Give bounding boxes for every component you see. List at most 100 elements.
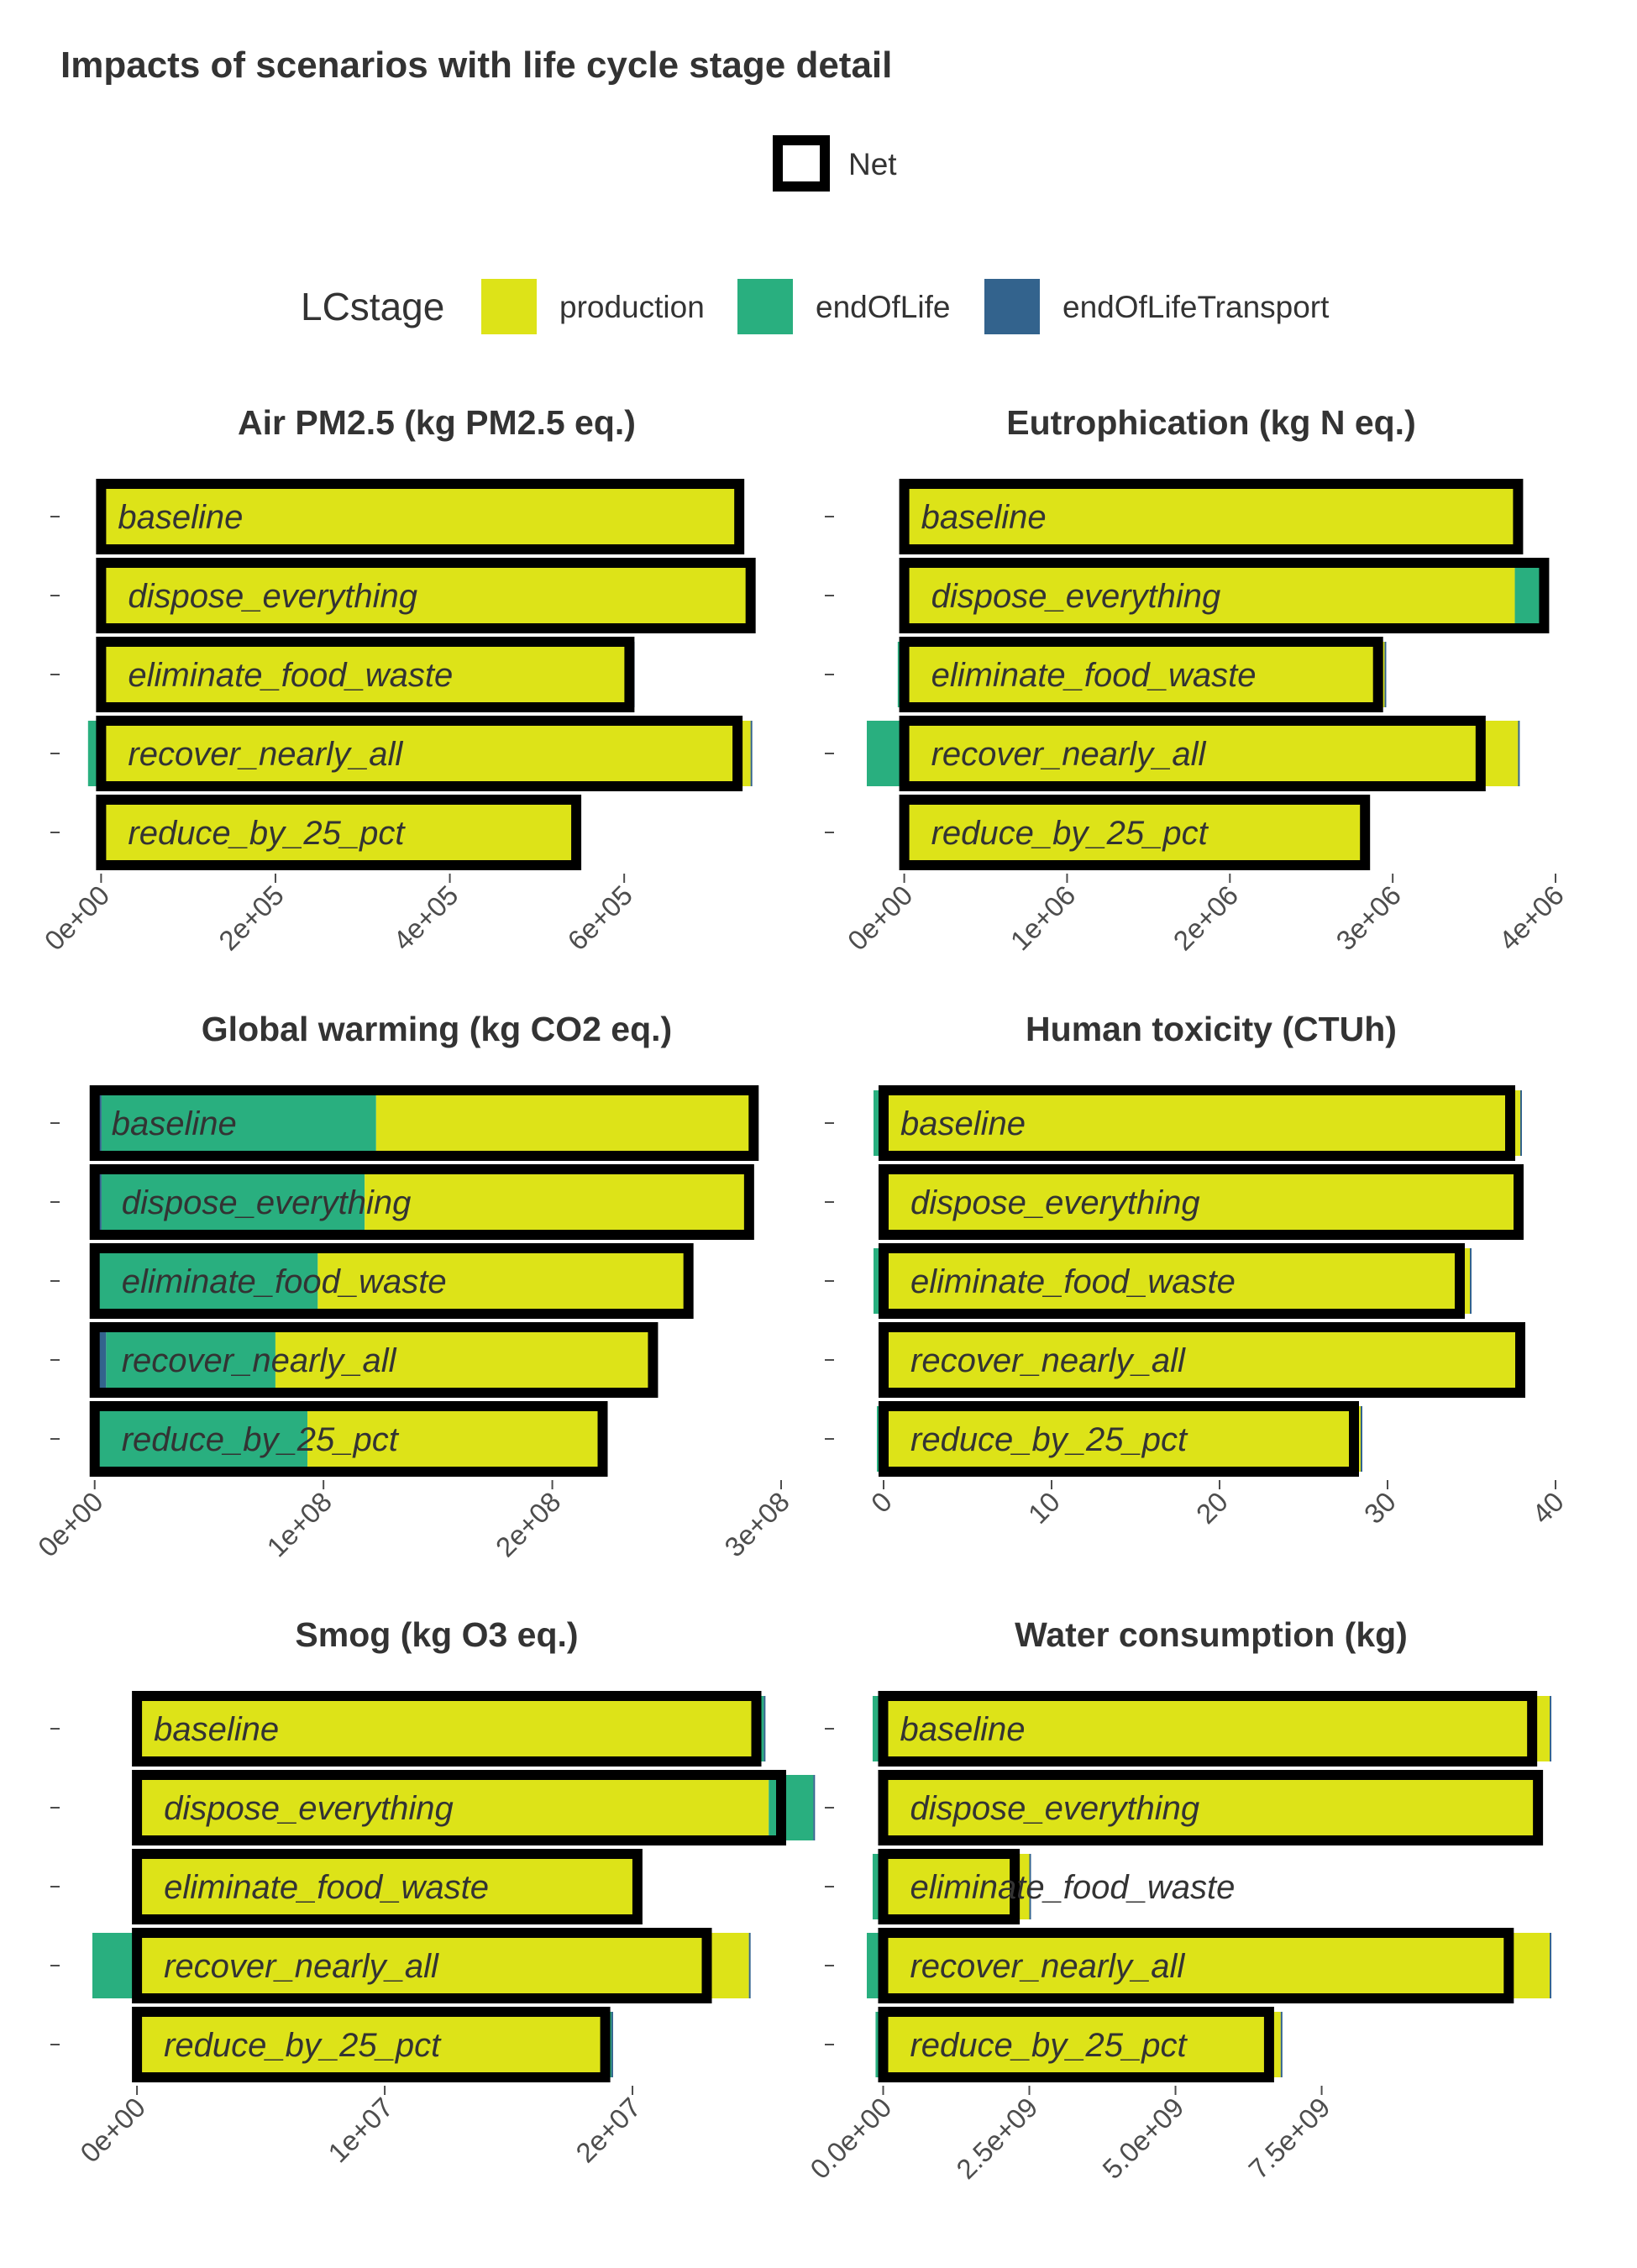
net-outline: [132, 1770, 787, 1845]
chart-title: Impacts of scenarios with life cycle sta…: [60, 45, 892, 86]
legend-key-endoflife: [737, 279, 793, 334]
x-tick-label: 2e+07: [569, 2092, 647, 2169]
bar-endoflife: [769, 1775, 814, 1840]
bar-category-label: baseline: [900, 1105, 1026, 1142]
bar-category-label: reduce_by_25_pct: [931, 815, 1209, 852]
bar-endoflifetransport: [1518, 721, 1520, 786]
net-outline: [899, 795, 1371, 870]
facet-eutrophication-kg-n-eq: Eutrophication (kg N eq.)baselinedispose…: [825, 403, 1570, 956]
bar-production: [883, 1775, 1539, 1840]
facet-title: Human toxicity (CTUh): [1026, 1010, 1397, 1048]
bar-category-label: recover_nearly_all: [122, 1342, 397, 1379]
bar-endoflife: [101, 1090, 376, 1156]
facet-air-pm2-5-kg-pm2-5-eq: Air PM2.5 (kg PM2.5 eq.)baselinedispose_…: [39, 403, 756, 957]
net-outline: [899, 479, 1524, 554]
net-outline: [96, 716, 743, 791]
net-outline: [878, 1928, 1514, 2003]
bar-category-label: dispose_everything: [122, 1184, 412, 1221]
net-outline: [132, 1849, 643, 1924]
bar-endoflife: [867, 721, 905, 786]
bar-endoflife: [92, 1933, 138, 1998]
bar-endoflifetransport: [611, 2012, 613, 2077]
x-tick-label: 4e+05: [387, 879, 464, 957]
bar-category-label: dispose_everything: [128, 578, 417, 615]
bar-category-label: eliminate_food_waste: [910, 1263, 1236, 1300]
x-tick-label: 0e+00: [74, 2092, 151, 2169]
x-tick-label: 1e+06: [1005, 879, 1082, 957]
bar-category-label: eliminate_food_waste: [164, 1869, 489, 1906]
bar-category-label: recover_nearly_all: [910, 1342, 1186, 1379]
net-outline: [879, 1322, 1525, 1398]
x-tick-label: 10: [1022, 1486, 1066, 1530]
net-outline: [879, 1085, 1515, 1161]
bar-production: [101, 800, 577, 865]
bar-endoflifetransport: [1029, 1854, 1031, 1919]
facet-title: Water consumption (kg): [1015, 1615, 1408, 1654]
bar-endoflife: [99, 1406, 308, 1472]
bar-endoflifetransport: [750, 721, 753, 786]
net-outline: [132, 1691, 762, 1767]
net-outline: [132, 1928, 712, 2003]
net-outline: [879, 1164, 1524, 1240]
bar-category-label: eliminate_food_waste: [128, 657, 453, 694]
facet-title: Smog (kg O3 eq.): [295, 1615, 578, 1654]
x-tick-label: 2e+08: [490, 1486, 567, 1563]
legend-net: Net: [773, 135, 897, 192]
x-tick-label: 0e+00: [842, 879, 919, 957]
bar-production: [884, 1169, 1520, 1235]
bar-category-label: baseline: [154, 1711, 279, 1748]
bar-production: [884, 1090, 1520, 1156]
bar-production: [884, 1327, 1520, 1393]
x-tick-label: 2e+06: [1167, 879, 1245, 957]
bar-production: [275, 1327, 653, 1393]
net-outline: [878, 2007, 1274, 2082]
legend-label-endoflifetransport: endOfLifeTransport: [1062, 290, 1330, 324]
bar-production: [317, 1248, 689, 1314]
bar-category-label: dispose_everything: [910, 1184, 1200, 1221]
bar-production: [307, 1406, 603, 1472]
net-outline: [96, 795, 582, 870]
bar-production: [137, 1933, 749, 1998]
bar-category-label: dispose_everything: [931, 578, 1221, 615]
x-tick-label: 7.5e+09: [1242, 2092, 1335, 2185]
net-outline: [89, 1085, 759, 1161]
facet-human-toxicity-ctuh: Human toxicity (CTUh) baseline dispose_eve…: [825, 1010, 1570, 1530]
bar-endoflife: [106, 1327, 275, 1393]
bar-production: [884, 1248, 1470, 1314]
legend-lcstage: LCstage production endOfLife endOfLifeTr…: [301, 279, 1330, 334]
net-outline: [899, 558, 1550, 633]
bar-endoflifetransport: [1361, 1406, 1362, 1472]
bar-production: [137, 1696, 752, 1761]
bar-production: [101, 563, 751, 628]
net-outline: [96, 637, 635, 712]
bar-category-label: reduce_by_25_pct: [128, 815, 406, 852]
x-tick-label: 4e+06: [1493, 879, 1570, 957]
bar-production: [101, 642, 633, 707]
bar-category-label: eliminate_food_waste: [910, 1869, 1235, 1906]
bar-production: [883, 1933, 1550, 1998]
x-tick-label: 20: [1190, 1486, 1234, 1530]
legend-net-label: Net: [848, 147, 897, 181]
bar-endoflifetransport: [813, 1775, 816, 1840]
net-outline: [879, 1243, 1465, 1319]
bar-endoflife: [97, 1248, 318, 1314]
bar-category-label: baseline: [112, 1105, 237, 1142]
net-outline: [96, 558, 756, 633]
bar-endoflifetransport: [1520, 1090, 1522, 1156]
bar-production: [101, 721, 751, 786]
bar-endoflifetransport: [1384, 642, 1387, 707]
bar-category-label: reduce_by_25_pct: [910, 1421, 1188, 1458]
net-outline: [899, 716, 1486, 791]
bar-production: [137, 1854, 635, 1919]
bar-production: [883, 1696, 1550, 1761]
bar-endoflifetransport: [748, 1933, 751, 1998]
bar-endoflifetransport: [1470, 1248, 1472, 1314]
x-tick-label: 1e+08: [260, 1486, 338, 1563]
facet-global-warming-kg-co2-eq: Global warming (kg CO2 eq.)baselinedispo…: [32, 1010, 795, 1562]
facet-panels: Air PM2.5 (kg PM2.5 eq.)baselinedispose_…: [32, 403, 1570, 2185]
bar-category-label: baseline: [118, 499, 243, 536]
net-outline: [899, 637, 1383, 712]
bar-production: [365, 1169, 749, 1235]
bar-category-label: recover_nearly_all: [128, 736, 403, 773]
legend-key-production: [481, 279, 537, 334]
